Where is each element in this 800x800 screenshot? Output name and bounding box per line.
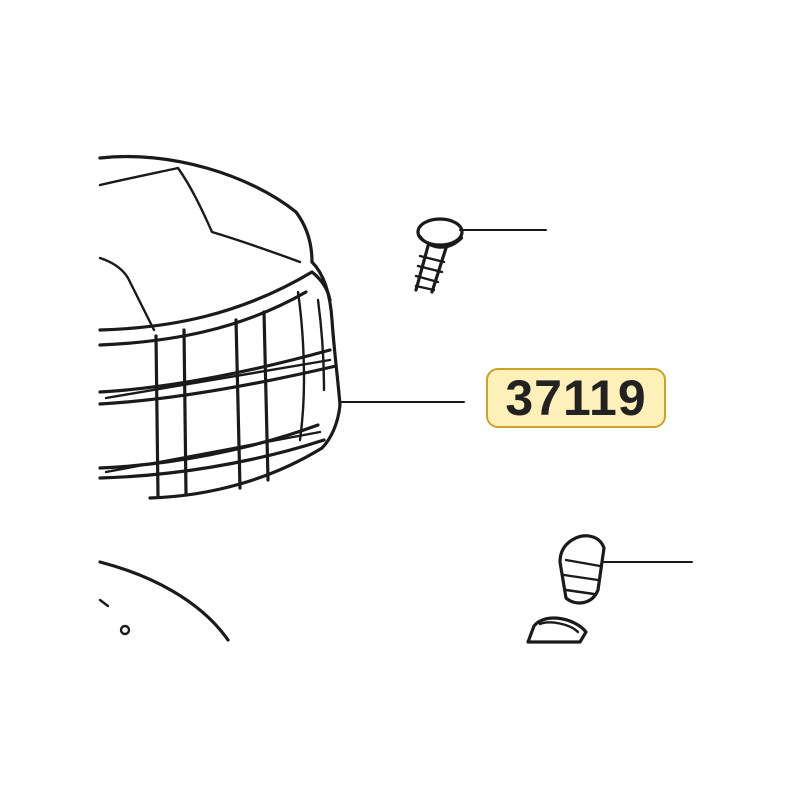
housing-drawing [98, 154, 342, 500]
screw-drawing [414, 217, 464, 294]
bulb-drawing [526, 534, 606, 644]
part-number-label[interactable]: 37119 [486, 368, 666, 428]
part-number-text: 37119 [505, 370, 647, 426]
lower-part-drawing [98, 560, 230, 642]
